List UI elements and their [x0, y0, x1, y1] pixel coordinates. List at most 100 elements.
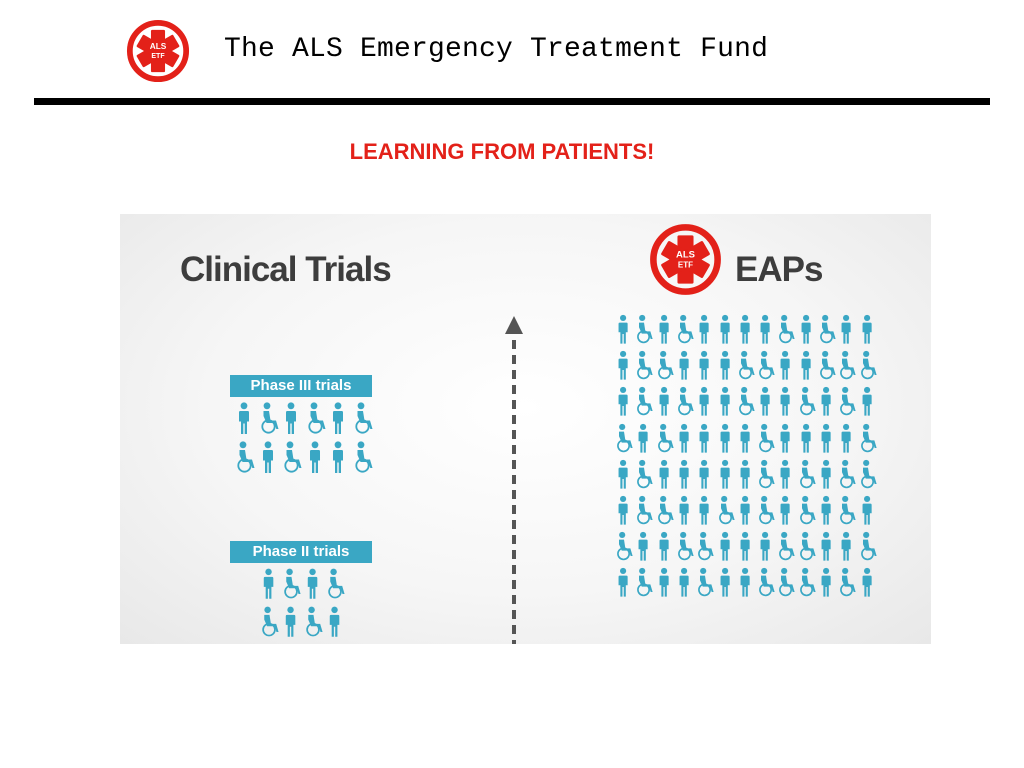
eap-wheelchair-person-icon — [840, 568, 856, 597]
eap-standing-person-icon — [780, 351, 791, 380]
eap-standing-person-icon — [720, 532, 730, 561]
phase-iii-standing-person-icon — [286, 402, 296, 434]
eap-standing-person-icon — [659, 314, 669, 344]
phase-iii-standing-person-icon — [262, 441, 273, 473]
eap-wheelchair-person-icon — [637, 351, 653, 380]
eaps-title: EAPs — [735, 250, 823, 289]
eap-wheelchair-person-icon — [657, 495, 674, 525]
eap-standing-person-icon — [862, 387, 872, 416]
eap-wheelchair-person-icon — [637, 314, 653, 344]
eap-wheelchair-person-icon — [657, 351, 674, 380]
eap-wheelchair-person-icon — [779, 532, 796, 561]
phase-ii-standing-person-icon — [285, 606, 296, 637]
eap-wheelchair-person-icon — [637, 459, 653, 489]
phase-ii-wheelchair-person-icon — [262, 606, 279, 637]
eap-wheelchair-person-icon — [718, 495, 735, 525]
als-etf-logo-icon: ALS ETF — [649, 223, 722, 296]
eap-wheelchair-person-icon — [759, 351, 775, 380]
clinical-trials-title: Clinical Trials — [180, 250, 392, 289]
eap-standing-person-icon — [862, 495, 872, 525]
eap-wheelchair-person-icon — [840, 351, 856, 380]
eap-standing-person-icon — [740, 532, 750, 561]
eap-wheelchair-person-icon — [738, 387, 755, 416]
eap-wheelchair-person-icon — [657, 423, 674, 452]
eap-standing-person-icon — [801, 314, 811, 344]
phase-ii-standing-person-icon — [307, 568, 318, 599]
eap-wheelchair-person-icon — [677, 314, 694, 344]
eap-wheelchair-person-icon — [738, 351, 755, 380]
phase-iii-label: Phase III trials — [230, 375, 372, 397]
eap-wheelchair-person-icon — [779, 314, 796, 344]
eap-wheelchair-person-icon — [840, 387, 856, 416]
phase-iii-standing-person-icon — [333, 441, 343, 473]
eap-standing-person-icon — [780, 387, 791, 416]
eap-standing-person-icon — [821, 568, 831, 597]
header-divider — [34, 98, 990, 105]
eap-wheelchair-person-icon — [860, 351, 877, 380]
eap-standing-person-icon — [801, 351, 811, 380]
logo-text-line2: ETF — [151, 53, 165, 60]
eap-wheelchair-person-icon — [820, 351, 836, 380]
eap-standing-person-icon — [659, 459, 669, 489]
eap-wheelchair-person-icon — [799, 532, 816, 561]
eap-standing-person-icon — [821, 459, 831, 489]
phase-ii-wheelchair-person-icon — [284, 568, 301, 599]
eap-wheelchair-person-icon — [617, 532, 633, 561]
eap-wheelchair-person-icon — [677, 532, 694, 561]
eap-wheelchair-person-icon — [840, 459, 856, 489]
infographic-panel: Clinical Trials ALS ETF EAPs Phase III t… — [120, 214, 931, 644]
phase-iii-standing-person-icon — [239, 402, 249, 434]
up-arrow-icon — [505, 316, 523, 644]
eap-standing-person-icon — [618, 568, 628, 597]
eap-standing-person-icon — [699, 387, 709, 416]
eap-wheelchair-person-icon — [840, 495, 856, 525]
eap-standing-person-icon — [760, 532, 770, 561]
eap-standing-person-icon — [659, 568, 669, 597]
eap-wheelchair-person-icon — [637, 568, 653, 597]
eap-standing-person-icon — [699, 459, 709, 489]
eap-wheelchair-person-icon — [759, 423, 775, 452]
eap-standing-person-icon — [760, 387, 770, 416]
eap-standing-person-icon — [679, 459, 689, 489]
phase-ii-wheelchair-person-icon — [328, 568, 345, 599]
eap-standing-person-icon — [618, 351, 628, 380]
slide-heading: LEARNING FROM PATIENTS! — [349, 139, 655, 164]
eap-standing-person-icon — [699, 423, 709, 453]
eap-standing-person-icon — [618, 459, 628, 489]
eap-standing-person-icon — [821, 532, 831, 561]
eap-standing-person-icon — [740, 314, 750, 344]
eap-standing-person-icon — [821, 387, 831, 416]
eap-wheelchair-person-icon — [860, 459, 877, 489]
eap-standing-person-icon — [679, 495, 689, 525]
eap-wheelchair-person-icon — [820, 314, 836, 344]
eap-standing-person-icon — [841, 314, 851, 344]
phase-iii-standing-person-icon — [309, 441, 320, 473]
eap-standing-person-icon — [618, 387, 628, 416]
eap-wheelchair-person-icon — [698, 532, 714, 561]
eap-standing-person-icon — [780, 459, 791, 489]
eap-wheelchair-person-icon — [799, 387, 816, 416]
eap-wheelchair-person-icon — [637, 495, 653, 525]
eap-wheelchair-person-icon — [799, 568, 816, 597]
eap-standing-person-icon — [720, 351, 730, 380]
eap-standing-person-icon — [659, 387, 669, 416]
eap-standing-person-icon — [679, 568, 689, 597]
eap-wheelchair-person-icon — [860, 423, 877, 452]
eap-standing-person-icon — [720, 387, 730, 416]
eap-standing-person-icon — [699, 495, 709, 525]
eap-wheelchair-person-icon — [698, 568, 714, 597]
eap-standing-person-icon — [679, 423, 689, 453]
eap-standing-person-icon — [780, 495, 791, 525]
eap-wheelchair-person-icon — [759, 459, 775, 489]
eap-wheelchair-person-icon — [759, 495, 775, 525]
eap-wheelchair-person-icon — [779, 568, 796, 597]
eap-standing-person-icon — [699, 314, 709, 344]
eap-standing-person-icon — [618, 495, 628, 525]
eap-standing-person-icon — [821, 423, 831, 453]
eap-standing-person-icon — [862, 568, 872, 597]
panel-logo-text-line2: ETF — [678, 261, 693, 270]
eap-standing-person-icon — [659, 532, 669, 561]
eap-standing-person-icon — [720, 459, 730, 489]
eap-standing-person-icon — [679, 351, 689, 380]
phase-ii-wheelchair-person-icon — [306, 606, 323, 637]
